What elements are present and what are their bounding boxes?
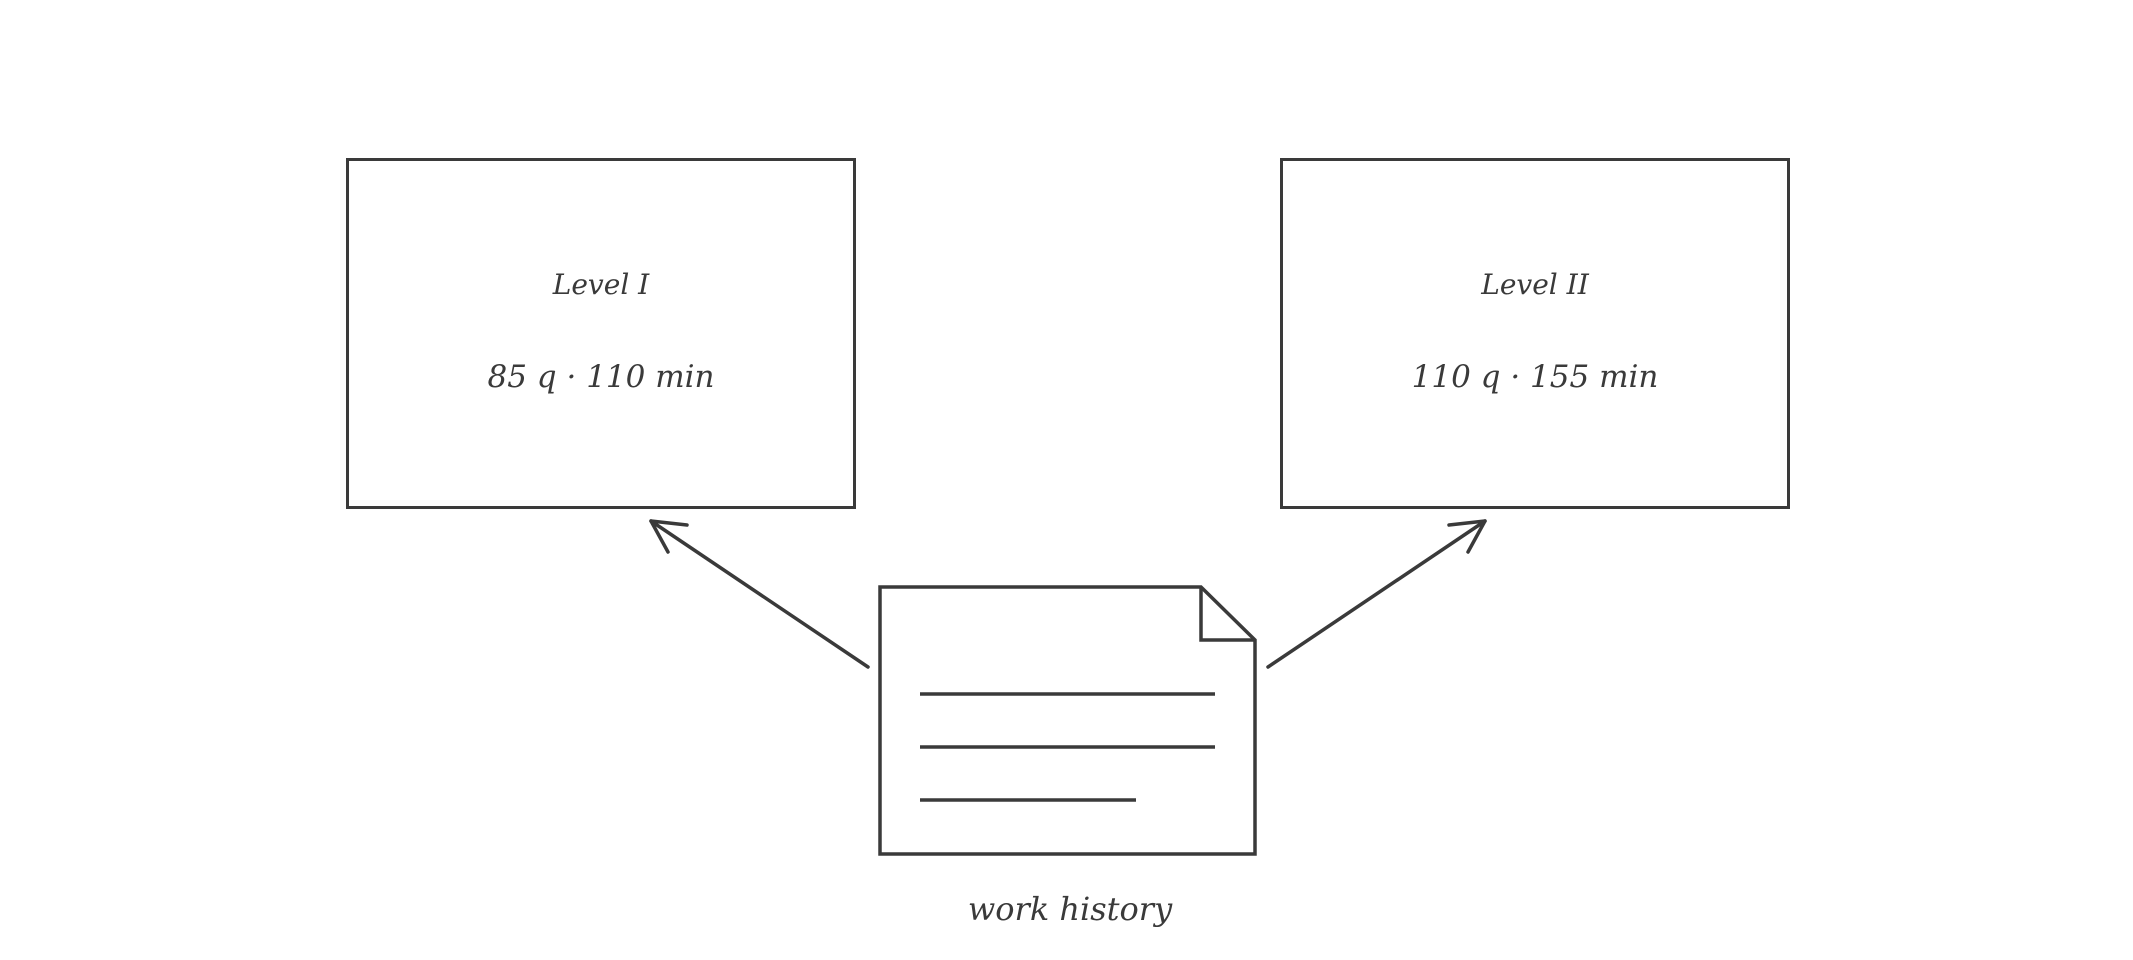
level-1-stats: 85 q · 110 min [487, 359, 715, 395]
level-2-stats: 110 q · 155 min [1411, 359, 1659, 395]
arrow-to-level-1 [649, 519, 870, 669]
level-1-box: Level I 85 q · 110 min [346, 158, 856, 509]
arrow-to-level-2 [1266, 519, 1487, 669]
document-label: work history [967, 890, 1173, 928]
level-2-box: Level II 110 q · 155 min [1280, 158, 1790, 509]
document-icon [878, 585, 1257, 856]
level-2-title: Level II [1481, 268, 1589, 301]
level-1-title: Level I [552, 268, 650, 301]
